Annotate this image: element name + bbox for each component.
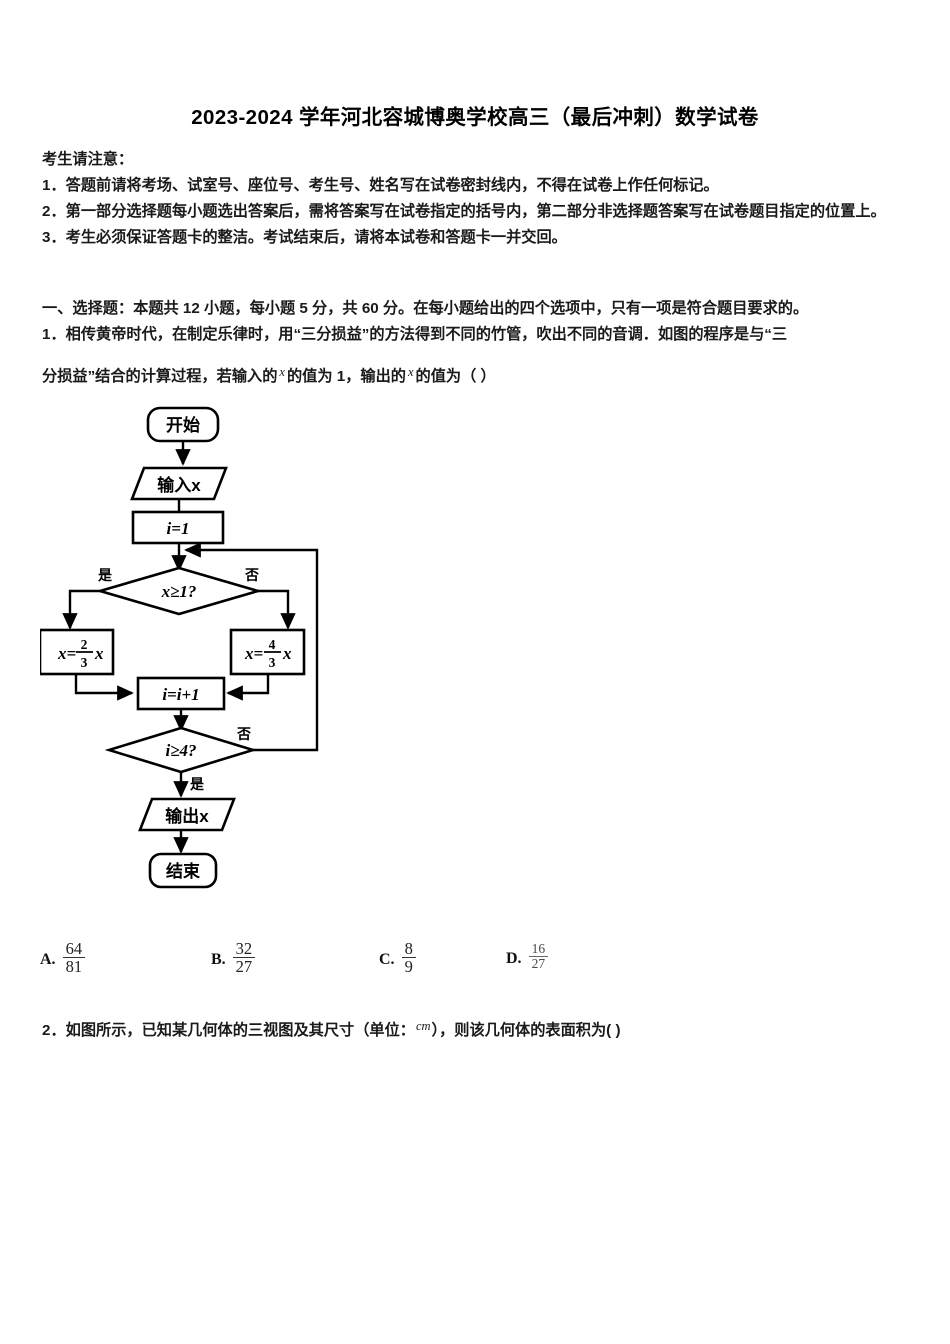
option-c-denominator: 9: [401, 957, 416, 976]
option-d-fraction: 16 27: [528, 941, 549, 971]
notice-item-2: 2．第一部分选择题每小题选出答案后，需将答案写在试卷指定的括号内，第二部分非选择…: [42, 203, 886, 220]
flow-node-assign-two-thirds: x= 2 3 x: [40, 628, 115, 676]
flow-edge-yes: [62, 589, 100, 630]
flow-edge-loopback: [184, 542, 319, 752]
flow-node-start: 开始: [146, 406, 220, 443]
question-1-line-1: 1．相传黄帝时代，在制定乐律时，用“三分损益”的方法得到不同的竹管，吹出不同的音…: [42, 326, 788, 343]
q1-text-c: 的值为（ ）: [415, 368, 496, 385]
question-2-unit: cm: [415, 1019, 431, 1033]
option-b-denominator: 27: [232, 957, 256, 976]
flowchart-svg: 开始 输入x i=1 x≥1? 是 否: [40, 406, 319, 889]
flow-assign-right-suffix: x: [282, 644, 292, 663]
option-c-numerator: 8: [404, 939, 413, 958]
flow-assign-right-denominator: 3: [269, 655, 276, 670]
question-2: 2．如图所示，已知某几何体的三视图及其尺寸（单位：cm），则该几何体的表面积为(…: [42, 1014, 922, 1043]
flow-node-end-label: 结束: [166, 861, 200, 881]
flow-node-start-label: 开始: [166, 415, 200, 435]
flowchart-figure: 开始 输入x i=1 x≥1? 是 否: [40, 398, 400, 898]
q1-text-b: 的值为 1，输出的: [286, 368, 406, 385]
flow-node-init-label: i=1: [167, 519, 190, 538]
flow-node-end: 结束: [148, 852, 218, 889]
flow-assign-left-suffix: x: [94, 644, 104, 663]
flow-node-init: i=1: [131, 510, 225, 545]
option-b-letter: B.: [211, 950, 226, 968]
notice-heading: 考生请注意：: [42, 151, 134, 168]
option-c-letter: C.: [379, 950, 395, 968]
notice-item-1: 1．答题前请将考场、试室号、座位号、考生号、姓名写在试卷密封线内，不得在试卷上作…: [42, 177, 719, 194]
flow-edge-right-to-increment: [226, 674, 270, 701]
flow-edge-left-to-increment: [74, 674, 134, 701]
flow-assign-left-numerator: 2: [81, 637, 88, 652]
flow-assign-right-prefix: x=: [244, 644, 263, 663]
flow-node-increment-label: i=i+1: [162, 685, 199, 704]
option-d-letter: D.: [506, 949, 522, 967]
flow-label-yes-branch: 是: [98, 567, 113, 583]
flow-node-input-label: 输入x: [157, 475, 201, 495]
flow-node-output-label: 输出x: [165, 806, 209, 826]
flow-node-condition-x: x≥1?: [95, 566, 263, 616]
flow-node-condition-i-label: i≥4?: [165, 741, 196, 760]
flow-assign-left-denominator: 3: [81, 655, 88, 670]
flow-node-output: 输出x: [138, 797, 236, 832]
option-d-numerator: 16: [531, 941, 546, 956]
option-b[interactable]: B. 32 27: [211, 939, 256, 978]
option-d[interactable]: D. 16 27: [506, 941, 549, 973]
q1-variable-output: x: [407, 365, 414, 379]
flow-node-condition-i: i≥4?: [104, 726, 258, 774]
section-heading: 一、选择题：本题共 12 小题，每小题 5 分，共 60 分。在每小题给出的四个…: [42, 300, 809, 317]
notice-item-3: 3．考生必须保证答题卡的整洁。考试结束后，请将本试卷和答题卡一并交回。: [42, 229, 567, 246]
q1-variable-input: x: [279, 365, 285, 379]
flow-label-cond2-yes: 是: [190, 776, 205, 792]
flow-label-no-branch: 否: [244, 567, 259, 583]
option-c-fraction: 8 9: [401, 939, 416, 976]
option-a[interactable]: A. 64 81: [40, 939, 86, 978]
option-d-denominator: 27: [528, 956, 549, 971]
flow-node-input: 输入x: [130, 466, 228, 501]
option-c[interactable]: C. 8 9: [379, 939, 416, 978]
question-1-options: A. 64 81 B. 32 27 C. 8 9 D. 16 27: [40, 928, 740, 984]
flow-node-increment: i=i+1: [136, 676, 226, 711]
flow-node-assign-four-thirds: x= 4 3 x: [229, 628, 306, 676]
option-b-numerator: 32: [235, 939, 253, 958]
flow-assign-right-numerator: 4: [269, 637, 276, 652]
notice-block: 考生请注意： 1．答题前请将考场、试室号、座位号、考生号、姓名写在试卷密封线内，…: [42, 147, 914, 251]
option-a-numerator: 64: [65, 939, 83, 958]
flow-node-condition-x-label: x≥1?: [161, 582, 197, 601]
question-2-text-b: ），则该几何体的表面积为( ): [431, 1022, 621, 1039]
flow-edge-no: [258, 589, 296, 630]
page-title: 2023-2024 学年河北容城博奥学校高三（最后冲刺）数学试卷: [191, 106, 759, 129]
option-a-letter: A.: [40, 950, 56, 968]
option-b-fraction: 32 27: [232, 939, 256, 976]
option-a-fraction: 64 81: [62, 939, 86, 976]
question-2-text-a: 2．如图所示，已知某几何体的三视图及其尺寸（单位：: [42, 1022, 415, 1039]
q1-text-a: 分损益”结合的计算过程，若输入的: [42, 368, 278, 385]
flow-assign-left-prefix: x=: [57, 644, 76, 663]
option-a-denominator: 81: [62, 957, 86, 976]
flow-label-cond2-no: 否: [236, 726, 251, 742]
